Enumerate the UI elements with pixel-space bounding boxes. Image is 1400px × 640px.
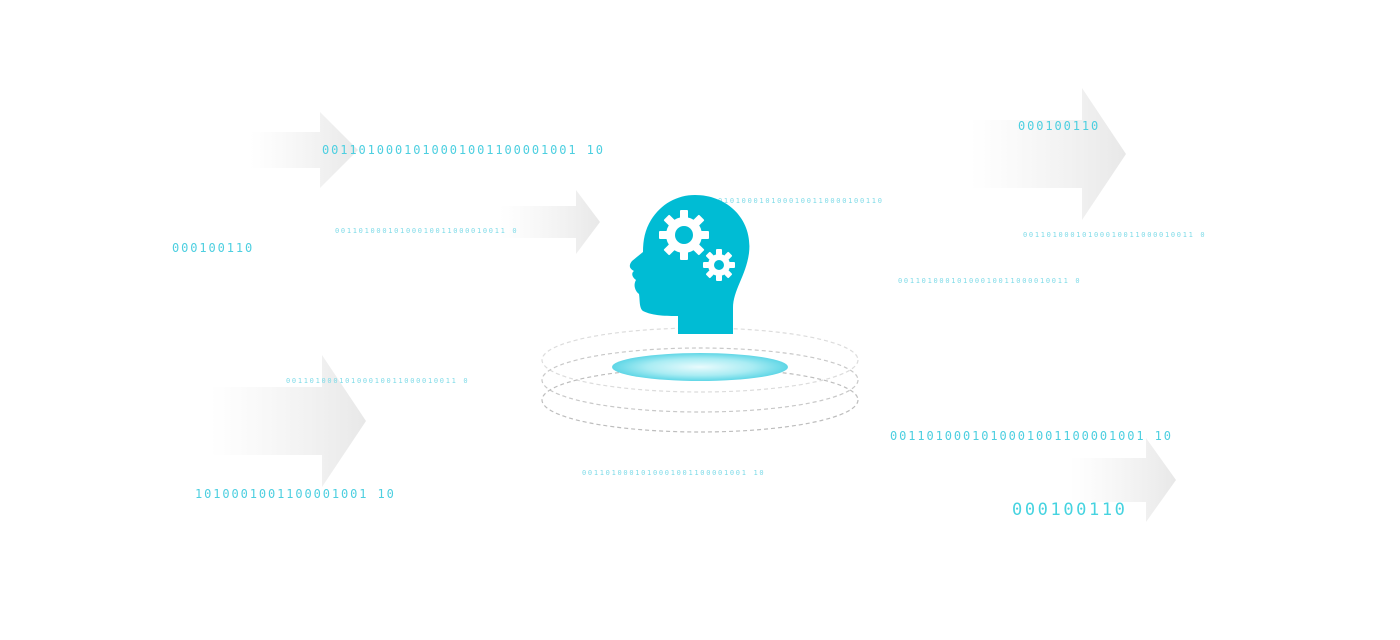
head-with-gears-icon [629,195,750,334]
bit-string: 00110100010100010011000010011 0 [286,377,470,385]
bit-string: 1010001001100001001 10 [195,487,396,501]
bit-string: 000100110 [172,241,255,255]
bit-string: 0011010001010001001100001001 10 [890,429,1173,443]
arrow-right-icon [210,355,366,487]
bit-string: 000100110 [1012,500,1128,520]
bit-string: 00110100010100010011000010011 0 [898,277,1082,285]
bit-string: 0011010001010001001100001001 10 [582,469,766,477]
bit-string: 00110100010100010011000010011 0 [1023,231,1207,239]
arrow-right-icon [970,88,1126,220]
arrow-right-icon [1070,438,1176,522]
arrow-right-icon [500,190,600,254]
bit-string: 000100110 [1018,119,1101,133]
platform-rings [541,327,859,433]
bit-string: 00110100010100010011000010011 0 [335,227,519,235]
bit-string: 0101000101000100110000100110 [718,197,884,205]
arrow-right-icon [250,112,358,188]
bit-string: 0011010001010001001100001001 10 [322,143,605,157]
